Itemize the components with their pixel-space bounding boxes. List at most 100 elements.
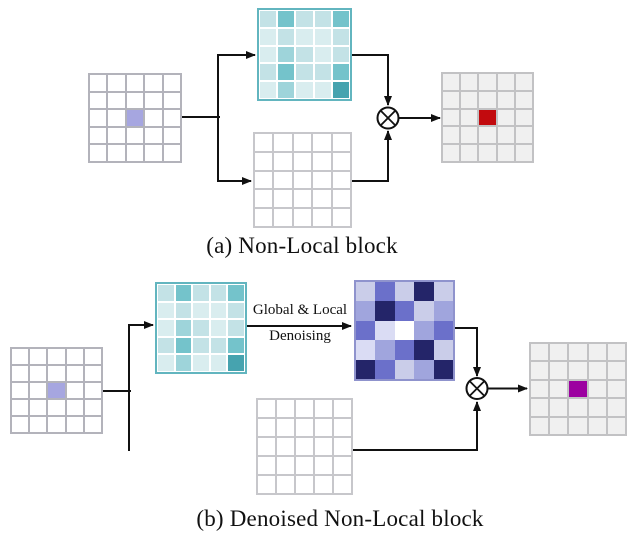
grid-cell	[460, 144, 479, 162]
grid-cell	[107, 91, 126, 110]
grid-cell	[175, 337, 192, 354]
grid-cell	[260, 64, 277, 81]
grid-cell	[276, 475, 295, 494]
grid-cell	[273, 189, 293, 209]
connector-arrow	[353, 401, 481, 451]
grid-cell	[414, 301, 434, 321]
grid-cell	[478, 108, 497, 127]
grid-cell	[568, 416, 588, 435]
grid-cell	[606, 398, 626, 417]
grid-cell	[11, 382, 30, 399]
grid-cell	[89, 126, 108, 145]
grid-cell	[144, 126, 163, 145]
grid-cell	[260, 46, 277, 63]
grid-cell	[568, 398, 588, 417]
grid-cell	[496, 73, 515, 91]
grid-cell	[433, 301, 453, 321]
grid-cell	[332, 82, 349, 98]
denoised-attention-grid-b	[354, 280, 455, 381]
grid-cell	[587, 379, 607, 399]
grid-cell	[356, 340, 376, 360]
grid-cell	[460, 73, 479, 91]
grid-cell	[375, 340, 395, 360]
grid-cell	[107, 144, 126, 162]
grid-cell	[314, 28, 331, 45]
grid-cell	[312, 189, 332, 209]
grid-cell	[29, 416, 48, 433]
grid-cell	[394, 301, 415, 321]
grid-cell	[296, 82, 313, 98]
grid-cell	[312, 170, 332, 190]
grid-cell	[478, 144, 497, 162]
grid-cell	[549, 379, 569, 399]
grid-cell	[158, 355, 174, 371]
grid-cell	[433, 282, 453, 302]
grid-cell	[530, 379, 550, 399]
grid-cell	[158, 337, 174, 354]
grid-cell	[144, 74, 163, 92]
grid-cell	[496, 90, 515, 109]
grid-cell	[29, 399, 48, 416]
grid-cell	[442, 126, 461, 145]
grid-cell	[228, 320, 244, 336]
grid-cell	[530, 361, 550, 380]
grid-cell	[514, 108, 533, 127]
grid-cell	[568, 361, 588, 380]
attention-map-grid-a	[257, 8, 352, 101]
grid-cell	[587, 416, 607, 435]
grid-cell	[292, 189, 313, 209]
grid-cell	[312, 151, 332, 171]
grid-cell	[460, 90, 479, 109]
grid-cell	[162, 74, 181, 92]
grid-cell	[530, 416, 550, 435]
grid-cell	[276, 456, 295, 475]
grid-cell	[89, 91, 108, 110]
grid-cell	[375, 359, 395, 379]
grid-cell	[433, 359, 453, 379]
caption-b: (b) Denoised Non-Local block	[196, 506, 484, 531]
grid-cell	[375, 301, 395, 321]
grid-cell	[162, 126, 181, 145]
grid-cell	[175, 285, 192, 301]
grid-cell	[276, 437, 295, 456]
attention-map-grid-b	[155, 282, 247, 374]
grid-cell	[11, 416, 30, 433]
grid-cell	[254, 208, 274, 227]
input-grid-a	[88, 73, 182, 163]
grid-cell	[375, 320, 395, 341]
grid-cell	[514, 90, 533, 109]
grid-cell	[257, 475, 276, 494]
grid-cell	[606, 343, 626, 362]
grid-cell	[356, 320, 376, 341]
grid-cell	[606, 416, 626, 435]
grid-cell	[228, 337, 244, 354]
grid-cell	[314, 11, 331, 27]
grid-cell	[83, 348, 102, 365]
grid-cell	[278, 46, 295, 63]
grid-cell	[333, 456, 352, 475]
grid-cell	[276, 399, 295, 418]
grid-cell	[162, 144, 181, 162]
grid-cell	[144, 144, 163, 162]
grid-cell	[125, 144, 145, 162]
grid-cell	[414, 320, 434, 341]
grid-cell	[29, 348, 48, 365]
connector-arrow	[352, 54, 392, 106]
grid-cell	[260, 28, 277, 45]
grid-cell	[549, 416, 569, 435]
grid-cell	[210, 285, 227, 301]
grid-cell	[193, 285, 209, 301]
grid-cell	[254, 151, 274, 171]
grid-cell	[278, 82, 295, 98]
grid-cell	[356, 359, 376, 379]
grid-cell	[568, 379, 588, 399]
grid-cell	[549, 398, 569, 417]
grid-cell	[478, 90, 497, 109]
grid-cell	[295, 399, 314, 418]
input-grid-b	[10, 347, 103, 434]
connector-arrow	[352, 130, 392, 182]
grid-cell	[331, 189, 351, 209]
grid-cell	[333, 437, 352, 456]
grid-cell	[394, 340, 415, 360]
grid-cell	[568, 343, 588, 362]
